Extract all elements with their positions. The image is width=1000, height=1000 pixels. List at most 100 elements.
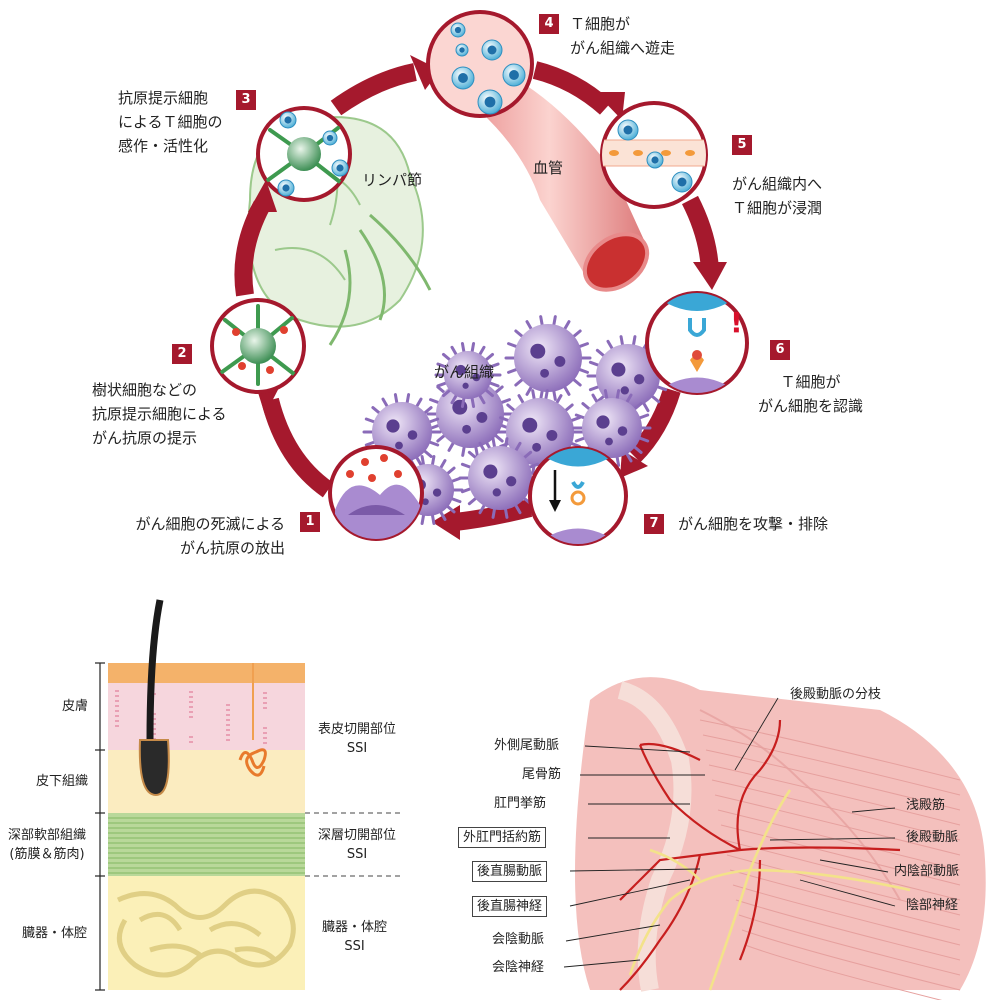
antigen — [380, 454, 388, 462]
antigen — [238, 362, 246, 370]
antigen — [280, 326, 288, 334]
perineal-anatomy — [563, 677, 986, 1000]
deep-ssi-line1: 深層切開部位 — [318, 828, 397, 843]
intestine-loops — [116, 888, 296, 978]
nerves — [628, 789, 911, 991]
antigen — [361, 458, 369, 466]
step2-badge: 2 — [172, 344, 192, 364]
step3-label: 抗原提示細胞 によるＴ細胞の 感作・活性化 — [118, 86, 223, 158]
sweat-gland — [238, 663, 267, 777]
antigen — [346, 470, 354, 478]
antigen — [368, 474, 376, 482]
t-cell — [617, 119, 639, 141]
muscle-fiber — [723, 839, 961, 901]
deep-tissue-label: 深部軟部組織 (筋膜＆筋肉) — [8, 826, 86, 864]
step3-line3: 感作・活性化 — [118, 137, 209, 155]
muscle-fiber — [726, 854, 961, 916]
dermis-dot — [115, 715, 119, 717]
t-cell — [450, 22, 466, 38]
dermis-layer — [108, 683, 305, 750]
anatomy-label-l7: 会陰動脈 — [492, 932, 545, 947]
skin-layer-diagram — [95, 599, 400, 991]
organ-ssi-line2: SSI — [344, 939, 365, 954]
step5-line2: Ｔ細胞が浸潤 — [732, 199, 823, 217]
dermis-dot — [226, 714, 230, 716]
blood-vessel — [455, 70, 650, 292]
anatomy-label-l4: 外肛門括約筋 — [458, 827, 547, 848]
dermis-dot — [263, 732, 267, 734]
step1-label: がん細胞の死滅による がん抗原の放出 — [135, 512, 285, 560]
dermis-dot — [152, 718, 156, 720]
lymph-node-label: リンパ節 — [362, 171, 423, 189]
dermis-dot — [115, 720, 119, 722]
superficial-ssi-label: 表皮切開部位 SSI — [318, 720, 396, 758]
dermis-dot — [152, 723, 156, 725]
step6-line1: Ｔ細胞が — [780, 373, 841, 391]
step5-badge: 5 — [732, 135, 752, 155]
dermis-dot — [189, 711, 193, 713]
step4-circle — [426, 10, 534, 118]
dermis-dot — [226, 709, 230, 711]
dermis-dot — [115, 705, 119, 707]
step5-line1: がん組織内へ — [732, 175, 823, 193]
step1-circle — [328, 445, 424, 541]
dermis-dot — [115, 710, 119, 712]
step2-line1: 樹状細胞などの — [92, 381, 198, 399]
t-cells — [277, 22, 693, 197]
deep-ssi-label: 深層切開部位 SSI — [318, 826, 396, 864]
muscle-fiber — [708, 764, 961, 826]
muscle-fiber — [732, 884, 961, 946]
cancer-antigens — [232, 326, 402, 482]
vessel-label: 血管 — [533, 159, 564, 177]
step6-line2: がん細胞を認識 — [758, 397, 864, 415]
anatomy-label-l3: 肛門挙筋 — [494, 796, 547, 811]
step4-line1: Ｔ細胞が — [570, 15, 631, 33]
subcutaneous-label: 皮下組織 — [36, 774, 89, 789]
dermis-dot — [263, 697, 267, 699]
dermis-dot — [189, 736, 193, 738]
step2-label: 樹状細胞などの 抗原提示細胞による がん抗原の提示 — [92, 378, 227, 450]
dermis-dot — [189, 696, 193, 698]
step2-line3: がん抗原の提示 — [92, 429, 198, 447]
dermis-dot — [263, 727, 267, 729]
anatomy-label-l8: 会陰神経 — [492, 960, 545, 975]
antigen — [266, 366, 274, 374]
t-cell — [455, 43, 469, 57]
muscle-fiber — [720, 824, 961, 886]
organ-ssi-label: 臓器・体腔 SSI — [322, 918, 387, 956]
t-cell — [277, 179, 295, 197]
step1-badge: 1 — [300, 512, 320, 532]
dermis-dot — [189, 706, 193, 708]
step6-badge: 6 — [770, 340, 790, 360]
anatomy-label-r2: 後殿動脈 — [906, 830, 959, 845]
dermis-dot — [115, 695, 119, 697]
alert-icon: ! — [730, 306, 743, 339]
step7-badge: 7 — [644, 514, 664, 534]
dermis-dot — [189, 691, 193, 693]
t-cell — [322, 130, 338, 146]
step1-line1: がん細胞の死滅による — [135, 515, 285, 533]
organ-ssi-line1: 臓器・体腔 — [322, 920, 388, 935]
t-cell — [477, 89, 503, 115]
muscle-fiber — [699, 719, 961, 781]
anatomy-label-l5: 後直腸動脈 — [472, 861, 548, 882]
dermis-dot — [263, 737, 267, 739]
muscle-fiber — [717, 809, 961, 871]
subcutis-layer — [108, 750, 305, 813]
dermis-dot — [152, 713, 156, 715]
anatomy-label-r1: 浅殿筋 — [906, 798, 946, 813]
muscle-fiber — [711, 779, 961, 841]
t-cell — [481, 39, 503, 61]
dermis-dot — [226, 719, 230, 721]
step7-label: がん細胞を攻撃・排除 — [678, 512, 828, 536]
cancer-cell — [504, 315, 592, 401]
dermis-dot — [263, 702, 267, 704]
step6-circle: ! — [645, 291, 749, 395]
dermis-dot — [226, 734, 230, 736]
step5-label: がん組織内へ Ｔ細胞が浸潤 — [732, 172, 822, 220]
step2-circle — [210, 298, 306, 394]
muscle-fiber — [702, 734, 961, 796]
muscle-fiber — [735, 899, 961, 961]
antigen — [232, 328, 240, 336]
